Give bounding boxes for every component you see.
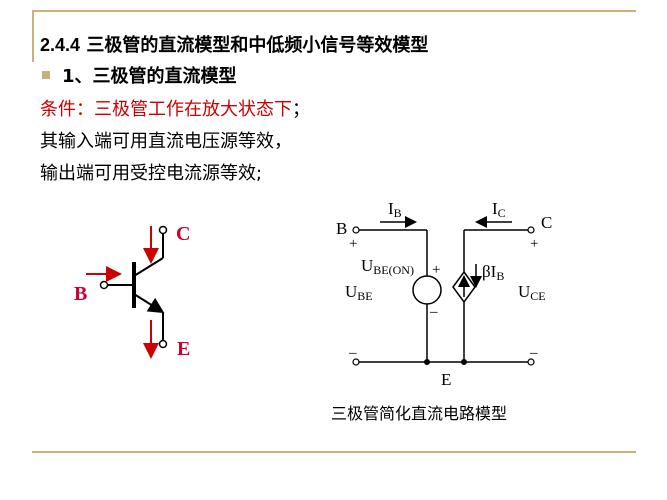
transistor-label-b: B	[74, 283, 87, 305]
section-title: 三极管的直流模型和中低频小信号等效模型	[86, 35, 429, 56]
dc-equivalent-circuit: B C E IB IC + + + – – – UBE(ON) UBE UCE …	[336, 199, 552, 389]
minus-right: –	[529, 345, 538, 361]
node-b-label: B	[336, 219, 347, 238]
junction-left	[424, 359, 430, 365]
slide-title: 2.4.4 三极管的直流模型和中低频小信号等效模型	[40, 34, 428, 57]
emitter-terminal-dot	[158, 339, 168, 349]
node-c-terminal	[527, 226, 535, 234]
controlled-current-source-icon	[452, 270, 476, 304]
transistor-collector-diagonal	[133, 257, 164, 277]
input-equivalent-line: 其输入端可用直流电压源等效，	[40, 131, 292, 152]
square-bullet-icon	[42, 71, 50, 79]
condition-text: 条件：三极管工作在放大状态下	[40, 99, 292, 120]
source-minus: –	[429, 304, 438, 320]
node-c-label: C	[541, 213, 552, 232]
output-equivalent-line: 输出端可用受控电流源等效;	[40, 163, 263, 184]
voltage-source-icon	[412, 275, 442, 305]
left-rule	[32, 10, 34, 62]
beta-ib-label: βIB	[482, 262, 504, 283]
top-rule	[32, 10, 636, 12]
condition-line: 条件：三极管工作在放大状态下；	[40, 99, 310, 121]
left-bottom-terminal	[352, 358, 360, 366]
transistor-emitter-diagonal	[133, 293, 165, 314]
right-bottom-terminal	[527, 358, 535, 366]
ube-on-label: UBE(ON)	[361, 256, 414, 277]
collector-terminal-dot	[158, 225, 168, 235]
bottom-rule	[32, 451, 636, 453]
condition-punct: ；	[292, 99, 310, 120]
transistor-label-e: E	[177, 338, 190, 360]
section-number: 2.4.4	[40, 35, 81, 55]
plus-right: +	[530, 236, 538, 252]
plus-left: +	[349, 236, 357, 252]
ib-label: IB	[388, 199, 402, 220]
uce-label: UCE	[518, 282, 546, 303]
ic-label: IC	[492, 199, 506, 220]
node-e-label: E	[441, 370, 451, 389]
bullet-heading: 1、三极管的直流模型	[42, 66, 237, 88]
ube-label: UBE	[345, 282, 373, 303]
junction-right	[461, 359, 467, 365]
diagram-caption: 三极管简化直流电路模型	[331, 404, 508, 423]
source-plus: +	[432, 262, 440, 278]
transistor-label-c: C	[176, 223, 190, 245]
minus-left: –	[348, 345, 357, 361]
base-terminal-dot	[99, 280, 109, 290]
node-b-terminal	[352, 226, 360, 234]
bullet-heading-text: 1、三极管的直流模型	[62, 66, 237, 87]
